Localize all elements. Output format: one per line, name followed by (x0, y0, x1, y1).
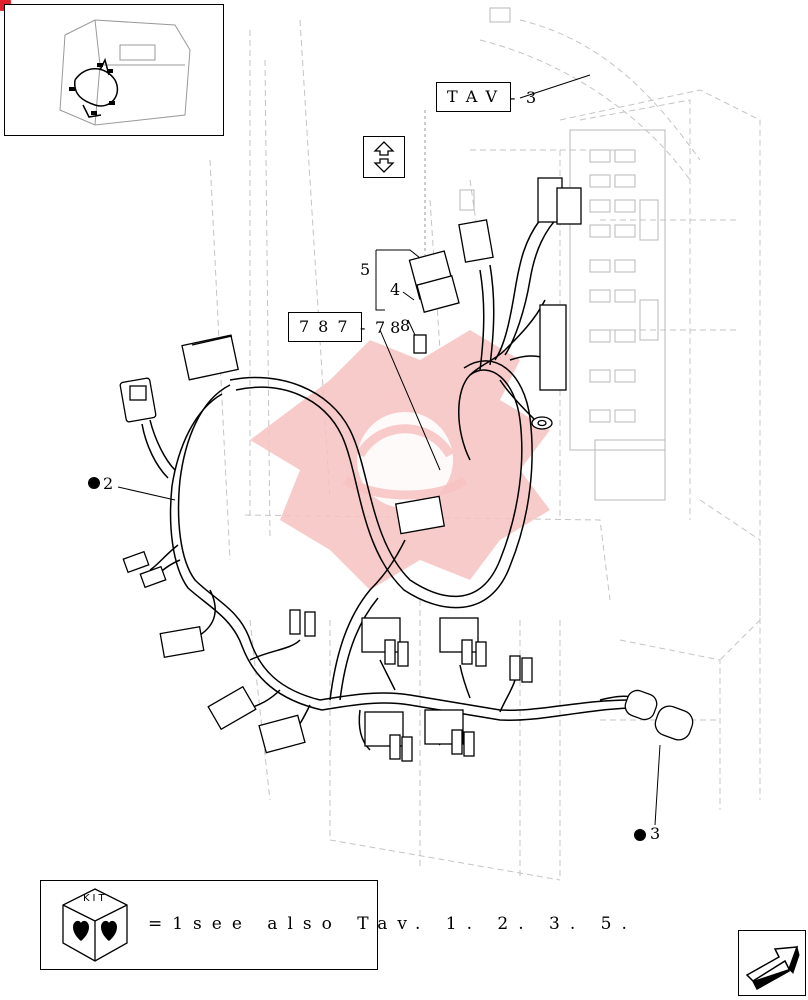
up-down-arrow-icon (373, 141, 395, 173)
part-ref-number: 78 (375, 318, 406, 337)
next-page-button[interactable] (738, 930, 806, 996)
fuse-box-ghost (459, 7, 666, 501)
callout-8: 8 (400, 316, 411, 335)
bullet-3-icon (634, 829, 646, 841)
callout-4: 4 (390, 280, 401, 299)
tav-ref-number: 3 (526, 88, 537, 107)
kit-cube-icon (62, 888, 128, 962)
tav-dash: - (510, 88, 516, 107)
callout-2: 2 (103, 474, 114, 493)
connectors (119, 177, 694, 762)
part-reference-box: 787 (288, 312, 362, 342)
tav-reference-box: TAV (436, 82, 512, 112)
bullet-2-icon (88, 477, 100, 489)
wire-harness (141, 214, 641, 751)
next-page-arrow-icon (745, 945, 800, 991)
kit-note-box: KIT (40, 880, 378, 970)
callout-5: 5 (360, 260, 371, 279)
cab-outline-icon (59, 19, 191, 126)
kit-badge-text: KIT (83, 893, 108, 904)
tav-text: TAV (447, 87, 507, 106)
ring-terminal (531, 416, 553, 430)
cab-inset-thumbnail (4, 4, 224, 136)
callout-3: 3 (650, 824, 661, 843)
see-also-note: =1see also Tav. 1. 2. 3. 5. (148, 914, 637, 934)
part-ref-dash: - (360, 318, 366, 337)
part-reference-text: 787 (299, 317, 357, 336)
adjustment-symbol-box (363, 136, 405, 178)
leader-lines (117, 74, 661, 826)
